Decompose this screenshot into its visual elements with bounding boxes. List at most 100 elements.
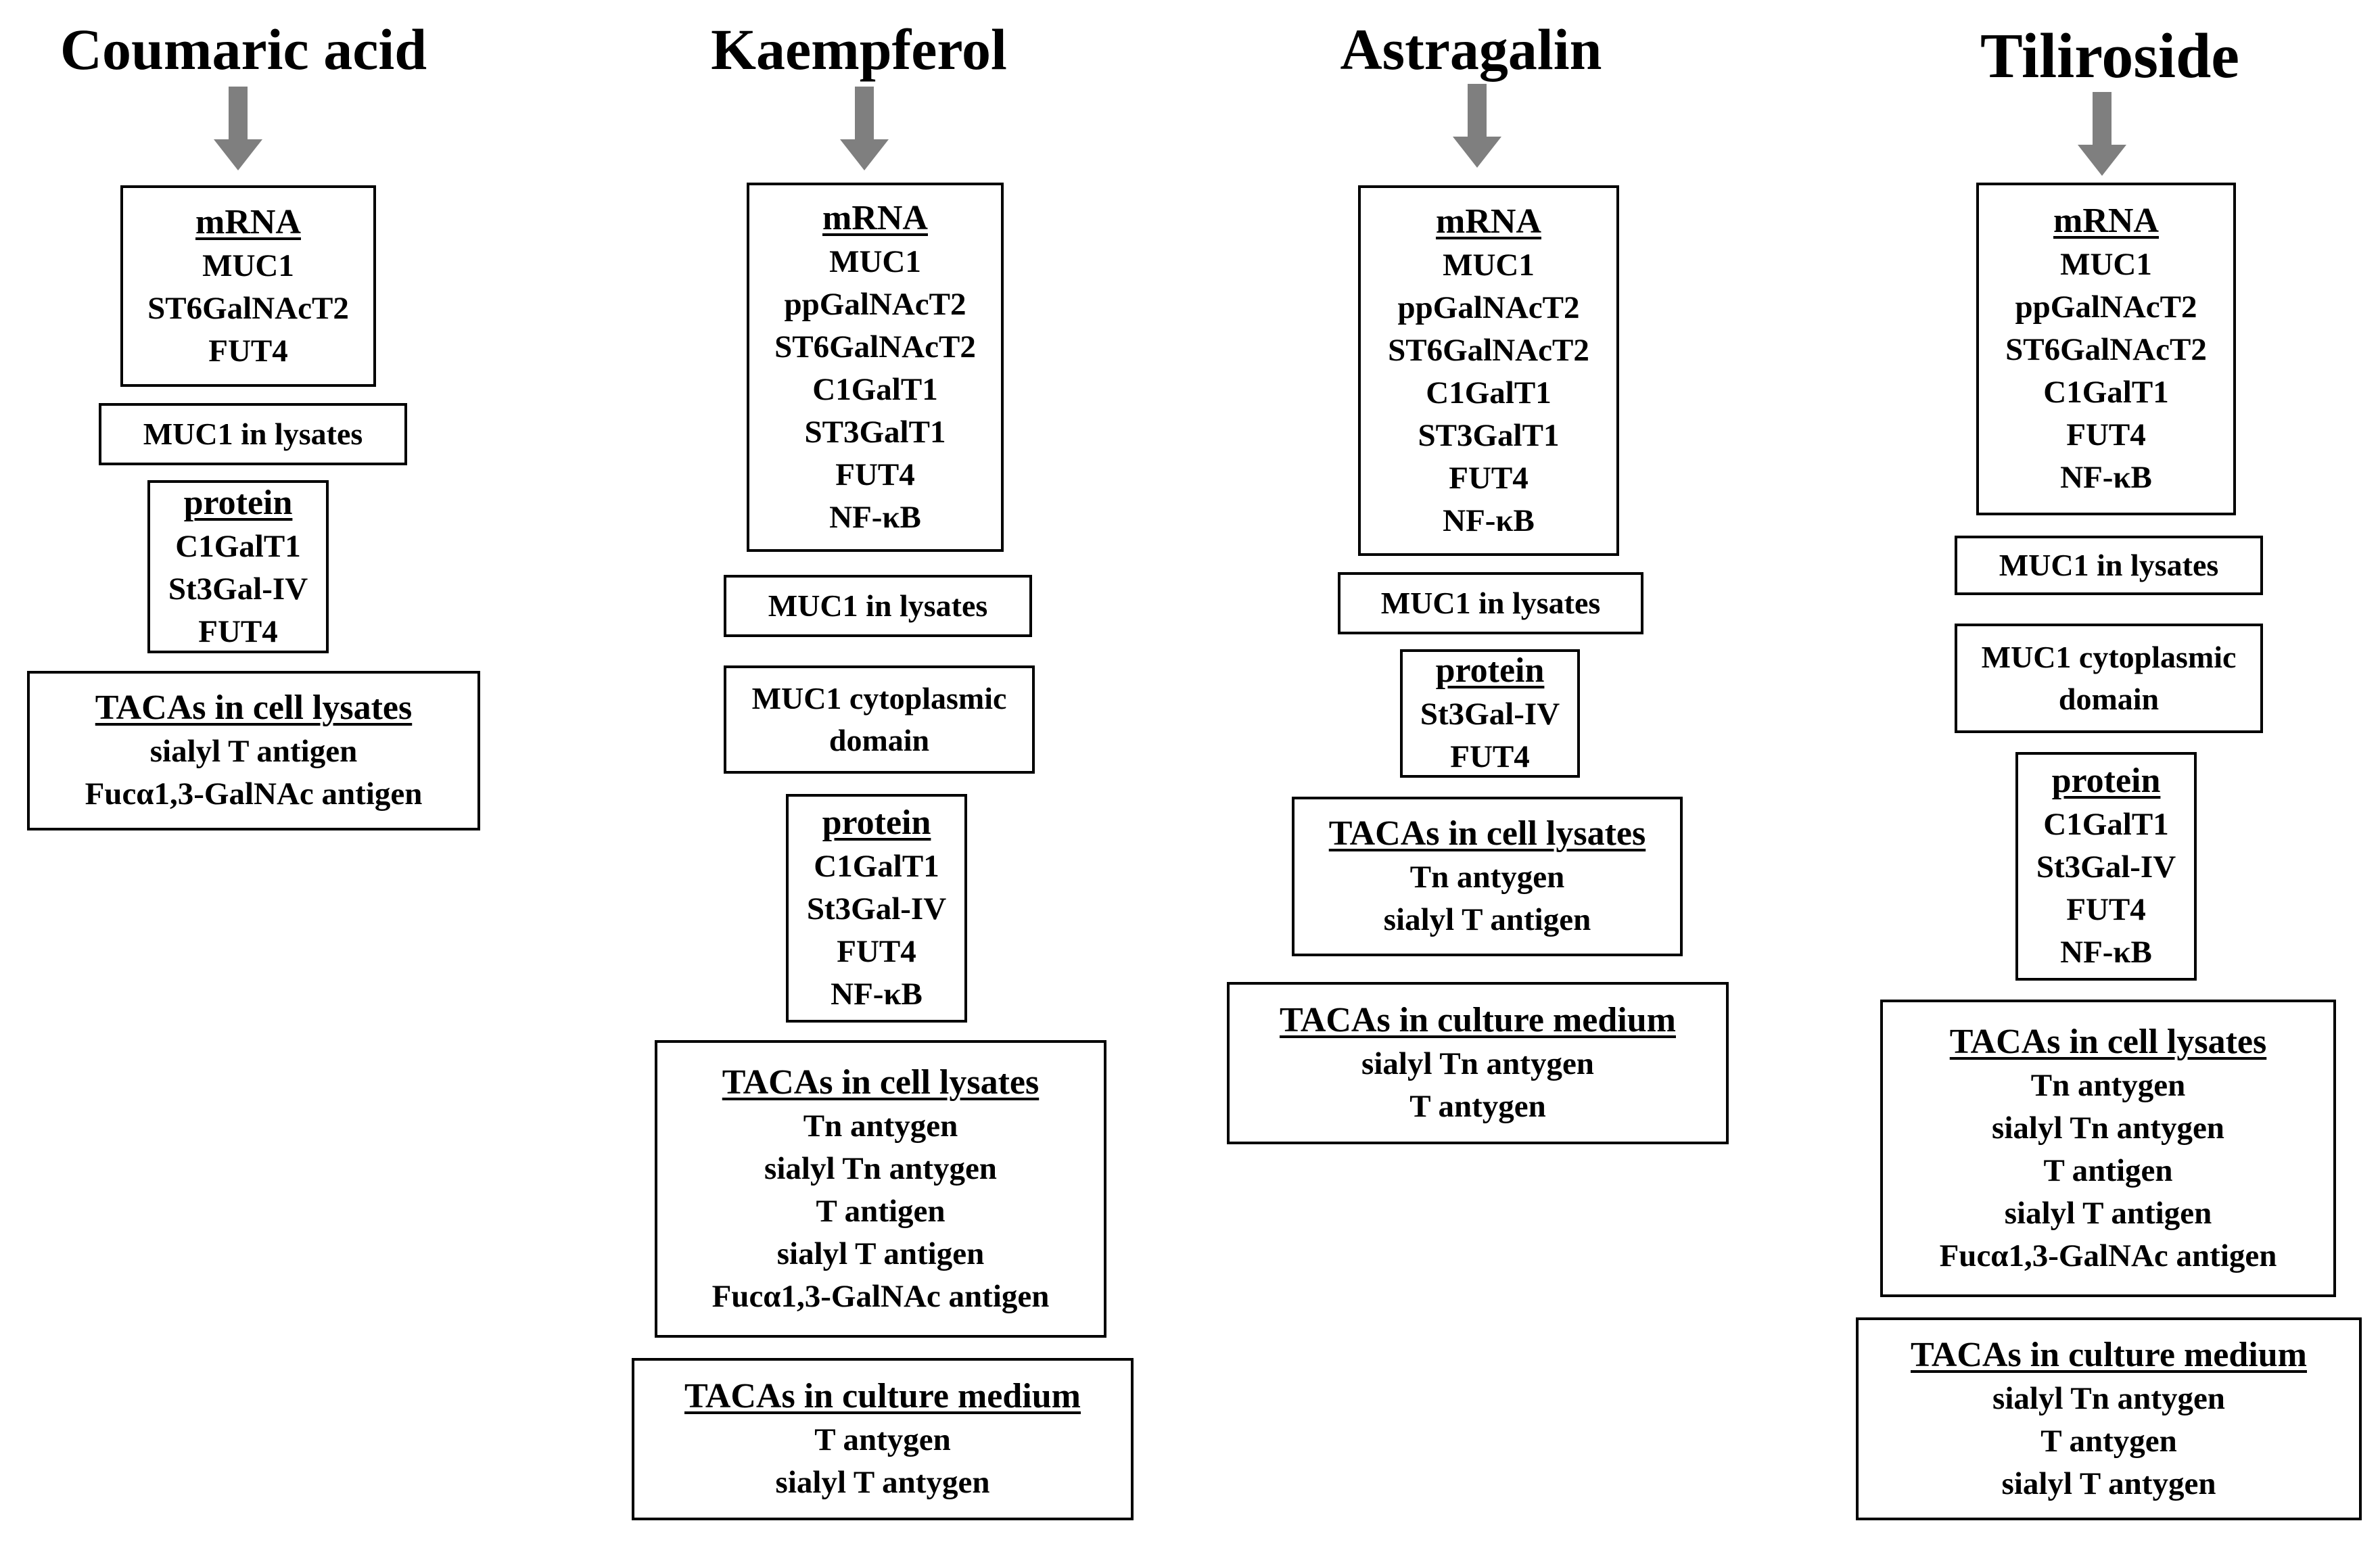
box-line: FUT4	[198, 613, 278, 649]
tacas-culture-medium-box: TACAs in culture medium sialyl Tn antyge…	[1856, 1317, 2362, 1520]
box-line: NF-κB	[831, 977, 923, 1012]
tacas-culture-medium-box: TACAs in culture medium T antygen sialyl…	[632, 1358, 1134, 1520]
box-line: Tn antygen	[2030, 1067, 2186, 1103]
box-line: MUC1 in lysates	[768, 588, 988, 623]
mrna-box: mRNA MUC1 ppGalNAcT2 ST6GalNAcT2 C1GalT1…	[1358, 185, 1619, 556]
down-arrow-icon	[840, 87, 889, 170]
column-kaempferol: Kaempferol mRNA MUC1 ppGalNAcT2 ST6GalNA…	[609, 0, 1217, 1546]
box-heading: mRNA	[822, 198, 928, 237]
box-line: T antygen	[814, 1422, 951, 1457]
box-line: sialyl Tn antygen	[1361, 1046, 1594, 1081]
column-tiliroside: Tiliroside mRNA MUC1 ppGalNAcT2 ST6GalNA…	[1826, 0, 2380, 1546]
box-line: ST6GalNAcT2	[147, 290, 349, 326]
down-arrow-icon	[1453, 84, 1501, 168]
down-arrow-icon	[2078, 92, 2126, 176]
column-coumaric-acid: Coumaric acid mRNA MUC1 ST6GalNAcT2 FUT4…	[0, 0, 487, 1546]
box-heading: protein	[2051, 762, 2161, 800]
compound-title: Tiliroside	[1980, 21, 2240, 91]
tacas-cell-lysates-box: TACAs in cell lysates Tn antygen sialyl …	[1880, 1000, 2336, 1297]
box-heading: TACAs in culture medium	[1280, 1001, 1676, 1039]
box-line: NF-κB	[2060, 935, 2152, 970]
box-heading: TACAs in cell lysates	[1328, 814, 1646, 853]
box-line: C1GalT1	[812, 371, 938, 407]
box-line: ST3GalT1	[1418, 417, 1560, 453]
box-line: sialyl Tn antygen	[764, 1150, 997, 1186]
box-line: Fucα1,3-GalNAc antigen	[85, 776, 423, 812]
box-line: FUT4	[1449, 460, 1529, 496]
tacas-culture-medium-box: TACAs in culture medium sialyl Tn antyge…	[1227, 982, 1729, 1144]
box-line: ST6GalNAcT2	[774, 329, 976, 365]
mrna-box: mRNA MUC1 ppGalNAcT2 ST6GalNAcT2 C1GalT1…	[1976, 183, 2236, 515]
box-heading: TACAs in culture medium	[684, 1377, 1081, 1415]
box-line: St3Gal-IV	[168, 571, 308, 607]
box-line: FUT4	[837, 934, 916, 969]
mrna-box: mRNA MUC1 ST6GalNAcT2 FUT4	[120, 185, 376, 387]
compound-title: Kaempferol	[711, 17, 1007, 82]
box-line: MUC1	[1443, 247, 1535, 283]
box-line: sialyl Tn antygen	[1992, 1380, 2225, 1416]
box-line: T antigen	[816, 1193, 946, 1229]
muc1-cytoplasmic-domain-box: MUC1 cytoplasmic domain	[1955, 624, 2263, 733]
box-heading: protein	[1435, 651, 1545, 690]
tacas-cell-lysates-box: TACAs in cell lysates sialyl T antigen F…	[27, 671, 480, 830]
box-line: sialyl T antygen	[775, 1465, 990, 1500]
box-line: MUC1 cytoplasmic	[1981, 640, 2237, 674]
box-line: MUC1	[2060, 247, 2152, 282]
down-arrow-icon	[214, 87, 262, 170]
compound-title: Coumaric acid	[60, 17, 427, 82]
box-line: C1GalT1	[814, 849, 939, 884]
box-line: C1GalT1	[2043, 807, 2169, 842]
compound-title: Astragalin	[1340, 17, 1602, 82]
box-line: sialyl T antygen	[2001, 1466, 2216, 1501]
box-heading: protein	[183, 483, 293, 522]
box-line: ST3GalT1	[804, 414, 946, 450]
box-line: C1GalT1	[1426, 375, 1551, 411]
box-heading: TACAs in cell lysates	[95, 688, 413, 727]
protein-box: protein C1GalT1 St3Gal-IV FUT4 NF-κB	[2015, 752, 2197, 981]
box-line: sialyl T antigen	[776, 1236, 985, 1271]
box-heading: mRNA	[2053, 202, 2159, 240]
box-line: St3Gal-IV	[2036, 849, 2176, 885]
box-line: Fucα1,3-GalNAc antigen	[1939, 1238, 2277, 1273]
box-line: ST6GalNAcT2	[1388, 332, 1589, 368]
box-line: sialyl Tn antygen	[1992, 1110, 2224, 1146]
box-line: ppGalNAcT2	[784, 286, 966, 322]
box-line: ST6GalNAcT2	[2005, 332, 2207, 367]
muc1-cytoplasmic-domain-box: MUC1 cytoplasmic domain	[724, 665, 1035, 774]
box-line: Tn antygen	[1409, 860, 1565, 895]
box-heading: TACAs in cell lysates	[722, 1062, 1040, 1102]
box-line: MUC1 in lysates	[1999, 548, 2219, 582]
box-line: MUC1 cytoplasmic	[751, 681, 1007, 716]
box-line: Tn antygen	[803, 1108, 958, 1144]
box-heading: mRNA	[1436, 202, 1541, 241]
box-line: sialyl T antigen	[2004, 1195, 2212, 1231]
box-line: C1GalT1	[2043, 375, 2169, 410]
box-line: FUT4	[2066, 892, 2146, 927]
box-line: NF-κB	[2060, 460, 2152, 495]
box-line: FUT4	[835, 456, 915, 492]
box-line: T antygen	[1409, 1089, 1546, 1124]
box-line: C1GalT1	[175, 528, 301, 564]
box-line: MUC1 in lysates	[1380, 586, 1601, 620]
mrna-box: mRNA MUC1 ppGalNAcT2 ST6GalNAcT2 C1GalT1…	[747, 183, 1004, 552]
box-line: FUT4	[2066, 417, 2146, 452]
box-line: domain	[2058, 682, 2160, 716]
column-astragalin: Astragalin mRNA MUC1 ppGalNAcT2 ST6GalNA…	[1217, 0, 1792, 1546]
tacas-cell-lysates-box: TACAs in cell lysates Tn antygen sialyl …	[655, 1040, 1106, 1338]
protein-box: protein C1GalT1 St3Gal-IV FUT4	[147, 480, 329, 653]
box-line: T antigen	[2043, 1152, 2173, 1188]
box-heading: TACAs in culture medium	[1911, 1335, 2307, 1374]
box-line: NF-κB	[1443, 502, 1535, 538]
box-line: FUT4	[1450, 739, 1530, 774]
box-line: MUC1	[829, 243, 921, 279]
box-line: sialyl T antigen	[149, 734, 358, 769]
muc1-lysates-box: MUC1 in lysates	[99, 403, 407, 465]
box-line: T antygen	[2040, 1423, 2177, 1459]
muc1-lysates-box: MUC1 in lysates	[1955, 536, 2263, 595]
box-line: Fucα1,3-GalNAc antigen	[711, 1278, 1050, 1314]
box-line: MUC1	[202, 248, 294, 283]
box-line: St3Gal-IV	[806, 891, 947, 927]
box-line: ppGalNAcT2	[2015, 289, 2197, 325]
box-heading: mRNA	[195, 202, 301, 241]
box-heading: protein	[822, 803, 931, 842]
